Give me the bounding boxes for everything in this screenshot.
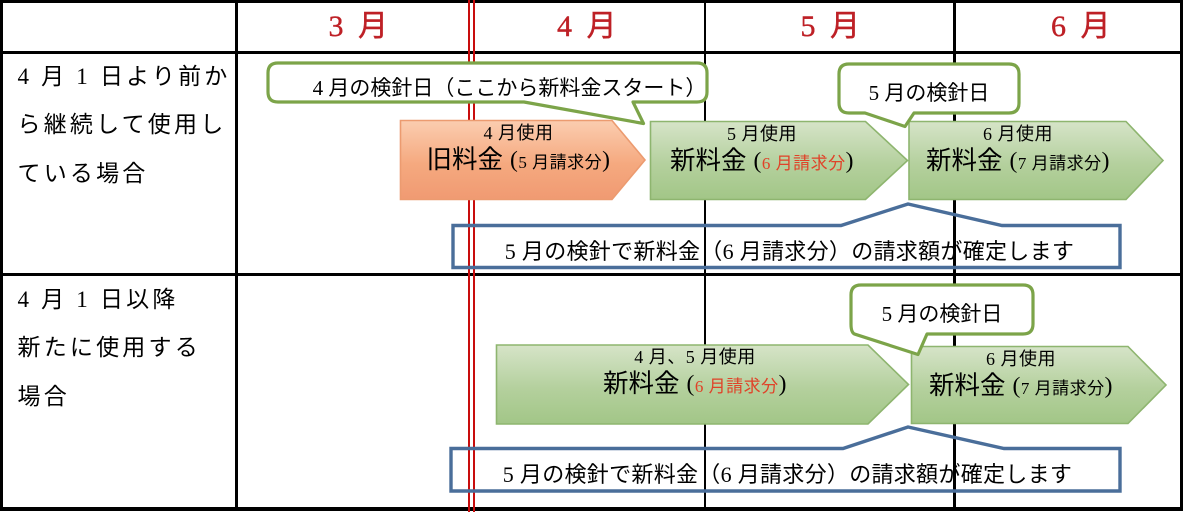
billing-period: (5 月請求分) [510, 147, 610, 173]
note-box-row2 [449, 425, 1122, 493]
row-label-existing-user: 4 月 1 日より前か ら継続して使用し ている場合 [18, 53, 242, 199]
arrow-text-new-rate-may: 5 月使用 新料金(6 月請求分) [644, 123, 880, 179]
billing-months: 7 月請求分 [1017, 154, 1102, 173]
usage-period-label: 4 月使用 [483, 123, 554, 143]
callout-april-meter-reading [266, 61, 709, 126]
arrow-new-rate-june-row2 [910, 345, 1168, 425]
table-border-top [0, 0, 1183, 3]
billing-period: (7 月請求分) [1013, 373, 1113, 399]
billing-paren-open: ( [1012, 372, 1021, 399]
billing-months: 5 月請求分 [518, 153, 603, 172]
rate-name: 新料金 [929, 370, 1006, 400]
billing-paren-open: ( [510, 147, 519, 173]
arrow-old-rate-april [399, 119, 647, 201]
note-box-row1 [451, 202, 1122, 270]
usage-period-label: 5 月使用 [727, 124, 797, 144]
rate-line: 新料金(7 月請求分) [904, 371, 1139, 404]
note-text-row1: 5 月の検針で新料金（6 月請求分）の請求額が確定します [504, 239, 1075, 264]
usage-period-label: 6 月使用 [986, 348, 1056, 369]
usage-period-label: 4 月、5 月使用 [634, 347, 756, 367]
billing-paren-close: ) [1101, 148, 1110, 174]
april-first-line-left [467, 0, 471, 512]
billing-paren-open: ( [1009, 148, 1018, 174]
usage-period-label: 6 月使用 [983, 124, 1053, 144]
row-label-new-user: 4 月 1 日以降 新たに使用する 場合 [18, 276, 242, 422]
arrow-text-new-rate-june-row1: 6 月使用 新料金(7 月請求分) [901, 123, 1136, 179]
billing-period: (7 月請求分) [1010, 148, 1110, 174]
rate-name: 新料金 [670, 146, 747, 175]
arrow-new-rate-april-may [495, 344, 910, 425]
april-first-line-right [472, 0, 475, 512]
billing-months: 6 月請求分 [761, 154, 846, 173]
rate-name: 新料金 [926, 146, 1003, 175]
row-label-line: 場合 [17, 383, 70, 409]
row-label-line: 新たに使用する [17, 335, 201, 360]
billing-paren-open: ( [753, 148, 762, 174]
table-col-divider-april-may [703, 0, 707, 511]
callout-may-meter-reading-row2 [849, 283, 1035, 357]
row-label-line: ら継続して使用し [17, 112, 227, 137]
billing-paren-close: ) [602, 147, 611, 173]
rate-line: 新料金(6 月請求分) [644, 146, 880, 179]
table-header-divider [0, 50, 1183, 54]
rate-name: 新料金 [603, 369, 680, 398]
callout-may-meter-reading-row1 [837, 62, 1021, 129]
rate-line: 新料金(6 月請求分) [499, 369, 891, 402]
month-header-june: 6 月 [1051, 10, 1114, 43]
rate-line: 新料金(7 月請求分) [901, 146, 1136, 179]
rate-name: 旧料金 [426, 145, 504, 174]
billing-paren-close: ) [778, 371, 787, 397]
month-header-april: 4 月 [557, 10, 620, 43]
month-header-may: 5 月 [800, 10, 864, 43]
table-col-divider-label [235, 0, 238, 511]
arrow-text-new-rate-april-may: 4 月、5 月使用 新料金(6 月請求分) [499, 346, 891, 402]
table-border-left [0, 0, 3, 511]
billing-period: (6 月請求分) [754, 148, 854, 174]
arrow-new-rate-may [649, 120, 909, 201]
callout-text-may-meter-reading-row2: 5 月の検針日 [881, 302, 1003, 326]
arrow-text-old-rate-april: 4 月使用 旧料金(5 月請求分) [405, 122, 633, 178]
row-label-line: ている場合 [17, 160, 149, 186]
table-border-right [1179, 0, 1183, 511]
table-col-divider-may-june [953, 0, 956, 511]
callout-text-april-meter-reading: 4 月の検針日（ここから新料金スタート） [312, 76, 707, 100]
row-label-line: 4 月 1 日以降 [17, 286, 179, 312]
row-label-line: 4 月 1 日より前か [17, 63, 231, 89]
billing-months: 6 月請求分 [694, 377, 779, 396]
billing-paren-open: ( [686, 371, 695, 397]
billing-paren-close: ) [845, 148, 854, 174]
arrow-text-new-rate-june-row2: 6 月使用 新料金(7 月請求分) [904, 348, 1139, 404]
note-text-row2: 5 月の検針で新料金（6 月請求分）の請求額が確定します [502, 462, 1073, 487]
rate-line: 旧料金(5 月請求分) [405, 145, 633, 178]
callout-text-may-meter-reading-row1: 5 月の検針日 [868, 81, 990, 105]
table-border-bottom [0, 506, 1183, 511]
billing-months: 7 月請求分 [1020, 378, 1105, 398]
table-row-divider [0, 272, 1183, 276]
month-header-march: 3 月 [328, 10, 392, 43]
billing-paren-close: ) [1104, 372, 1113, 399]
billing-period: (6 月請求分) [687, 371, 787, 397]
arrow-new-rate-june-row1 [908, 120, 1165, 201]
